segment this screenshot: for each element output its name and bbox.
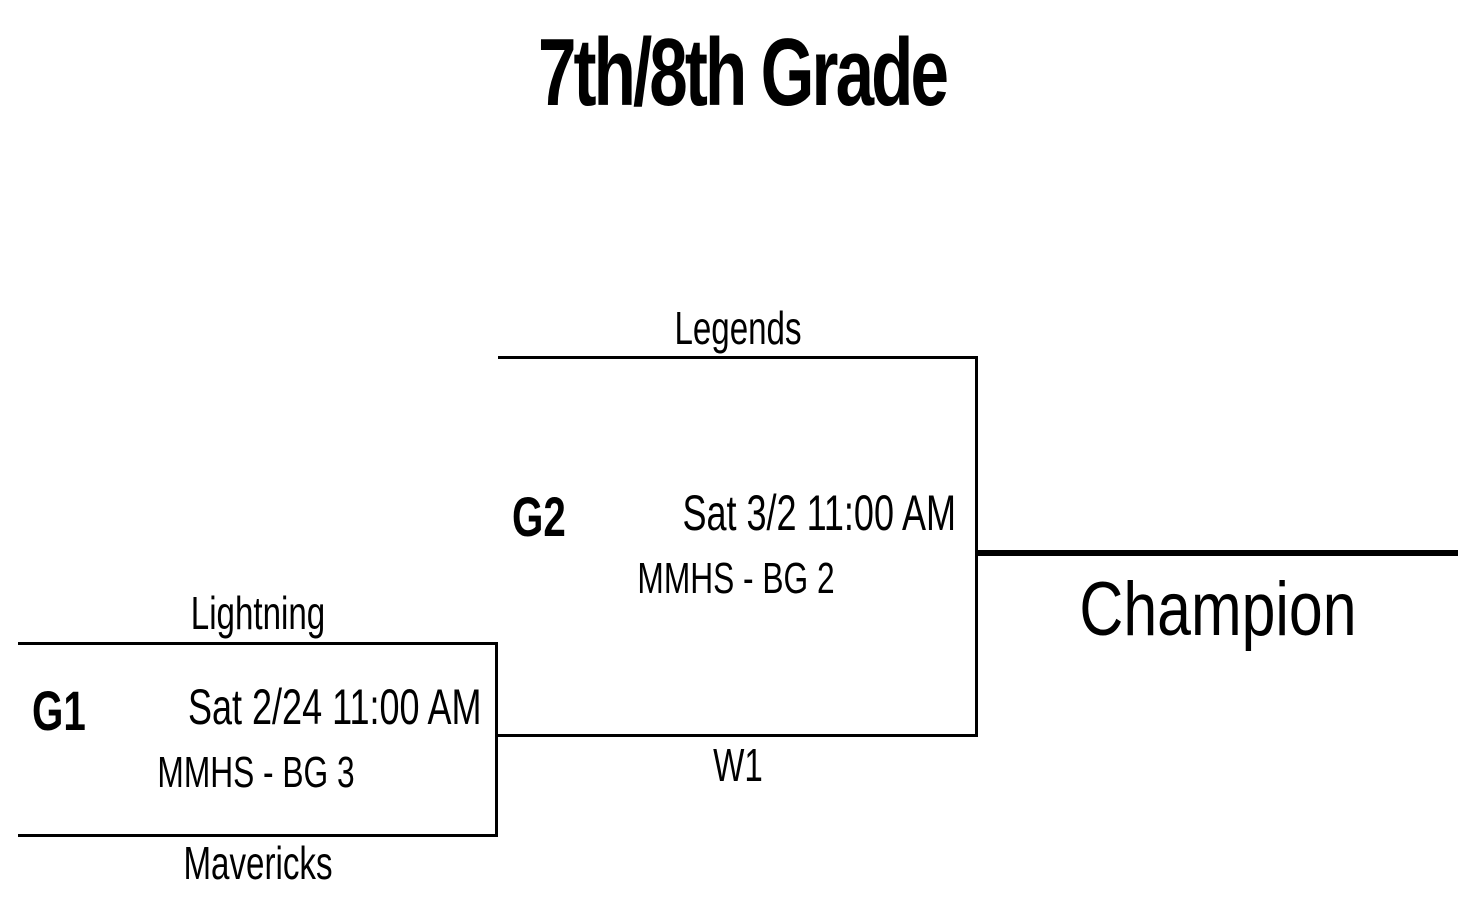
g2-game-id: G2 bbox=[512, 485, 566, 548]
g1-top-line bbox=[18, 642, 498, 645]
champion-line bbox=[978, 550, 1458, 556]
g2-location: MMHS - BG 2 bbox=[637, 554, 835, 603]
g2-bottom-line bbox=[498, 734, 978, 737]
g2-datetime: Sat 3/2 11:00 AM bbox=[682, 485, 956, 541]
champion-label: Champion bbox=[1079, 567, 1357, 652]
g1-bottom-team: Mavericks bbox=[183, 837, 333, 889]
g1-datetime: Sat 2/24 11:00 AM bbox=[188, 679, 482, 735]
g1-location: MMHS - BG 3 bbox=[157, 748, 355, 797]
g2-top-line bbox=[498, 356, 978, 359]
g2-bottom-team: W1 bbox=[713, 739, 763, 791]
g1-bottom-line bbox=[18, 834, 498, 837]
g1-top-team: Lightning bbox=[190, 587, 326, 639]
g2-top-team: Legends bbox=[674, 302, 802, 354]
g2-right-line bbox=[975, 356, 978, 737]
page-title: 7th/8th Grade bbox=[537, 19, 949, 126]
g1-right-line bbox=[495, 642, 498, 837]
g1-game-id: G1 bbox=[32, 679, 86, 742]
